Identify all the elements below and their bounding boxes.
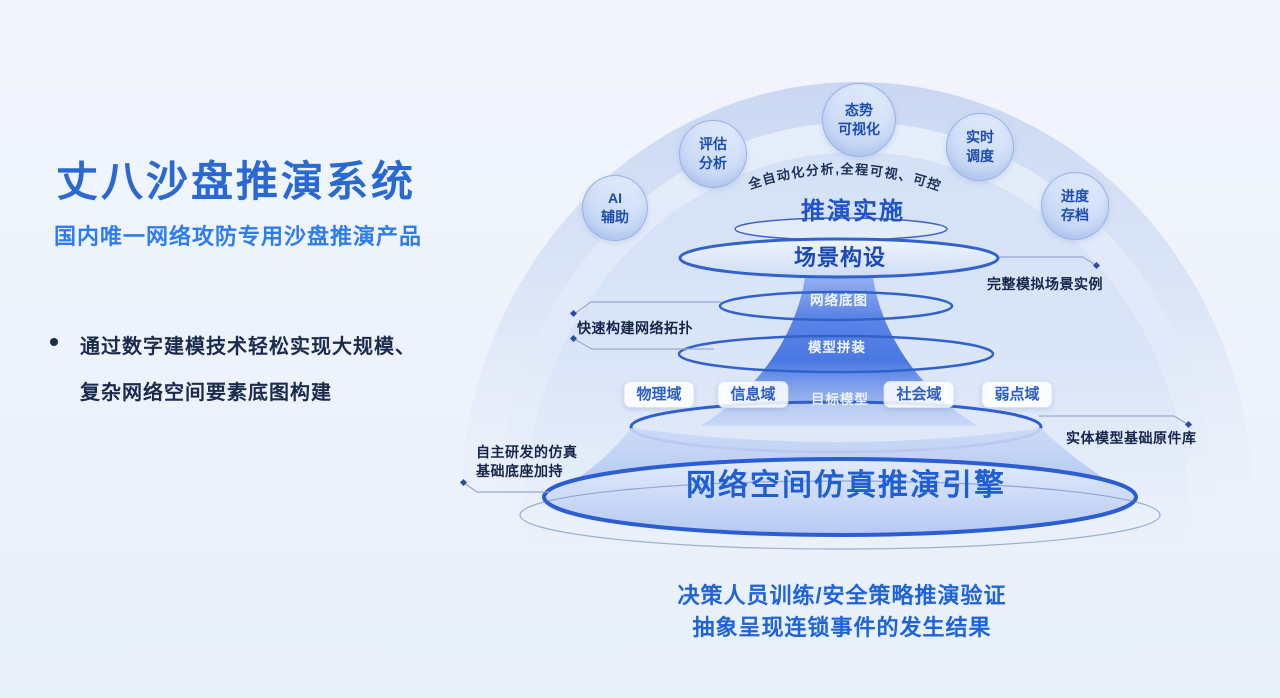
bullet-text: 通过数字建模技术轻松实现大规模、 复杂网络空间要素底图构建 [80, 324, 416, 416]
base-callout-line [463, 482, 549, 493]
feature-circle-ai-assist: AI 辅助 [582, 175, 648, 241]
feature-circle-label: 存档 [1061, 207, 1089, 223]
layer-label-model-assembly: 模型拼装 [808, 340, 866, 355]
feature-circle-label: 辅助 [601, 209, 629, 225]
bullet-dot [50, 338, 58, 346]
product-title: 丈八沙盘推演系统 [56, 158, 417, 205]
callout-simulation-base-line-1: 自主研发的仿真 [476, 444, 578, 460]
feature-circle-label: 实时 [966, 129, 994, 145]
layer-label-target-model: 目标模型 [811, 392, 869, 407]
domain-box-physical: 物理域 [623, 381, 695, 408]
engine-title: 网络空间仿真推演引擎 [686, 469, 1006, 502]
feature-circle-progress-archive: 进度 存档 [1041, 172, 1109, 240]
callout-simulation-base: 自主研发的仿真 基础底座加持 [476, 443, 578, 481]
domain-box-information: 信息域 [717, 381, 789, 408]
callout-simulation-base-line-2: 基础底座加持 [476, 463, 563, 479]
dot-base [459, 478, 468, 487]
callout-connectors [463, 256, 1190, 493]
scenario-ellipse [678, 237, 1000, 279]
layer-label-implementation: 推演实施 [801, 198, 905, 225]
feature-circle-realtime-scheduling: 实时 调度 [946, 113, 1014, 181]
footer-line-2: 抽象呈现连锁事件的发生结果 [692, 615, 992, 640]
dot-topology-bottom [569, 334, 578, 343]
topology-callout-line-top [573, 301, 722, 315]
dot-topology-top [569, 309, 578, 318]
feature-circle-evaluation-analysis: 评估 分析 [679, 120, 747, 188]
network-base-map-ellipse [718, 290, 954, 322]
feature-circle-label: 可视化 [838, 121, 880, 137]
feature-circle-label: 评估 [699, 136, 727, 152]
product-subtitle: 国内唯一网络攻防专用沙盘推演产品 [54, 224, 423, 249]
layer-label-scenario-construction: 场景构设 [793, 245, 887, 270]
model-assembly-ellipse [677, 334, 995, 374]
feature-circle-label: 进度 [1061, 188, 1089, 204]
feature-circle-label: 分析 [699, 155, 727, 171]
footer-line-1: 决策人员训练/安全策略推演验证 [677, 583, 1007, 608]
layer-label-network-base-map: 网络底图 [810, 293, 868, 308]
feature-circle-situation-visualization: 态势 可视化 [822, 83, 896, 157]
callout-entity-library: 实体模型基础原件库 [1066, 430, 1197, 446]
feature-bullet: 通过数字建模技术轻松实现大规模、 复杂网络空间要素底图构建 [50, 324, 450, 416]
bullet-line-1: 通过数字建模技术轻松实现大规模、 [80, 336, 416, 358]
topology-callout-line-bottom [573, 338, 714, 350]
footer-text: 决策人员训练/安全策略推演验证 抽象呈现连锁事件的发生结果 [677, 580, 1006, 644]
feature-circle-label: AI [608, 190, 622, 206]
feature-circle-label: 态势 [845, 102, 873, 118]
scene-callout-line [999, 256, 1098, 267]
feature-circle-label: 调度 [966, 148, 994, 164]
base-outline-ellipse [519, 480, 1161, 550]
bullet-line-2: 复杂网络空间要素底图构建 [80, 382, 332, 404]
callout-scene-instance: 完整模拟场景实例 [987, 276, 1103, 292]
domain-box-social: 社会域 [883, 381, 955, 408]
engine-ellipse [542, 457, 1138, 537]
callout-build-topology: 快速构建网络拓扑 [577, 320, 693, 336]
entity-callout-line [1039, 415, 1190, 426]
domain-box-weakpoint: 弱点域 [981, 381, 1053, 408]
